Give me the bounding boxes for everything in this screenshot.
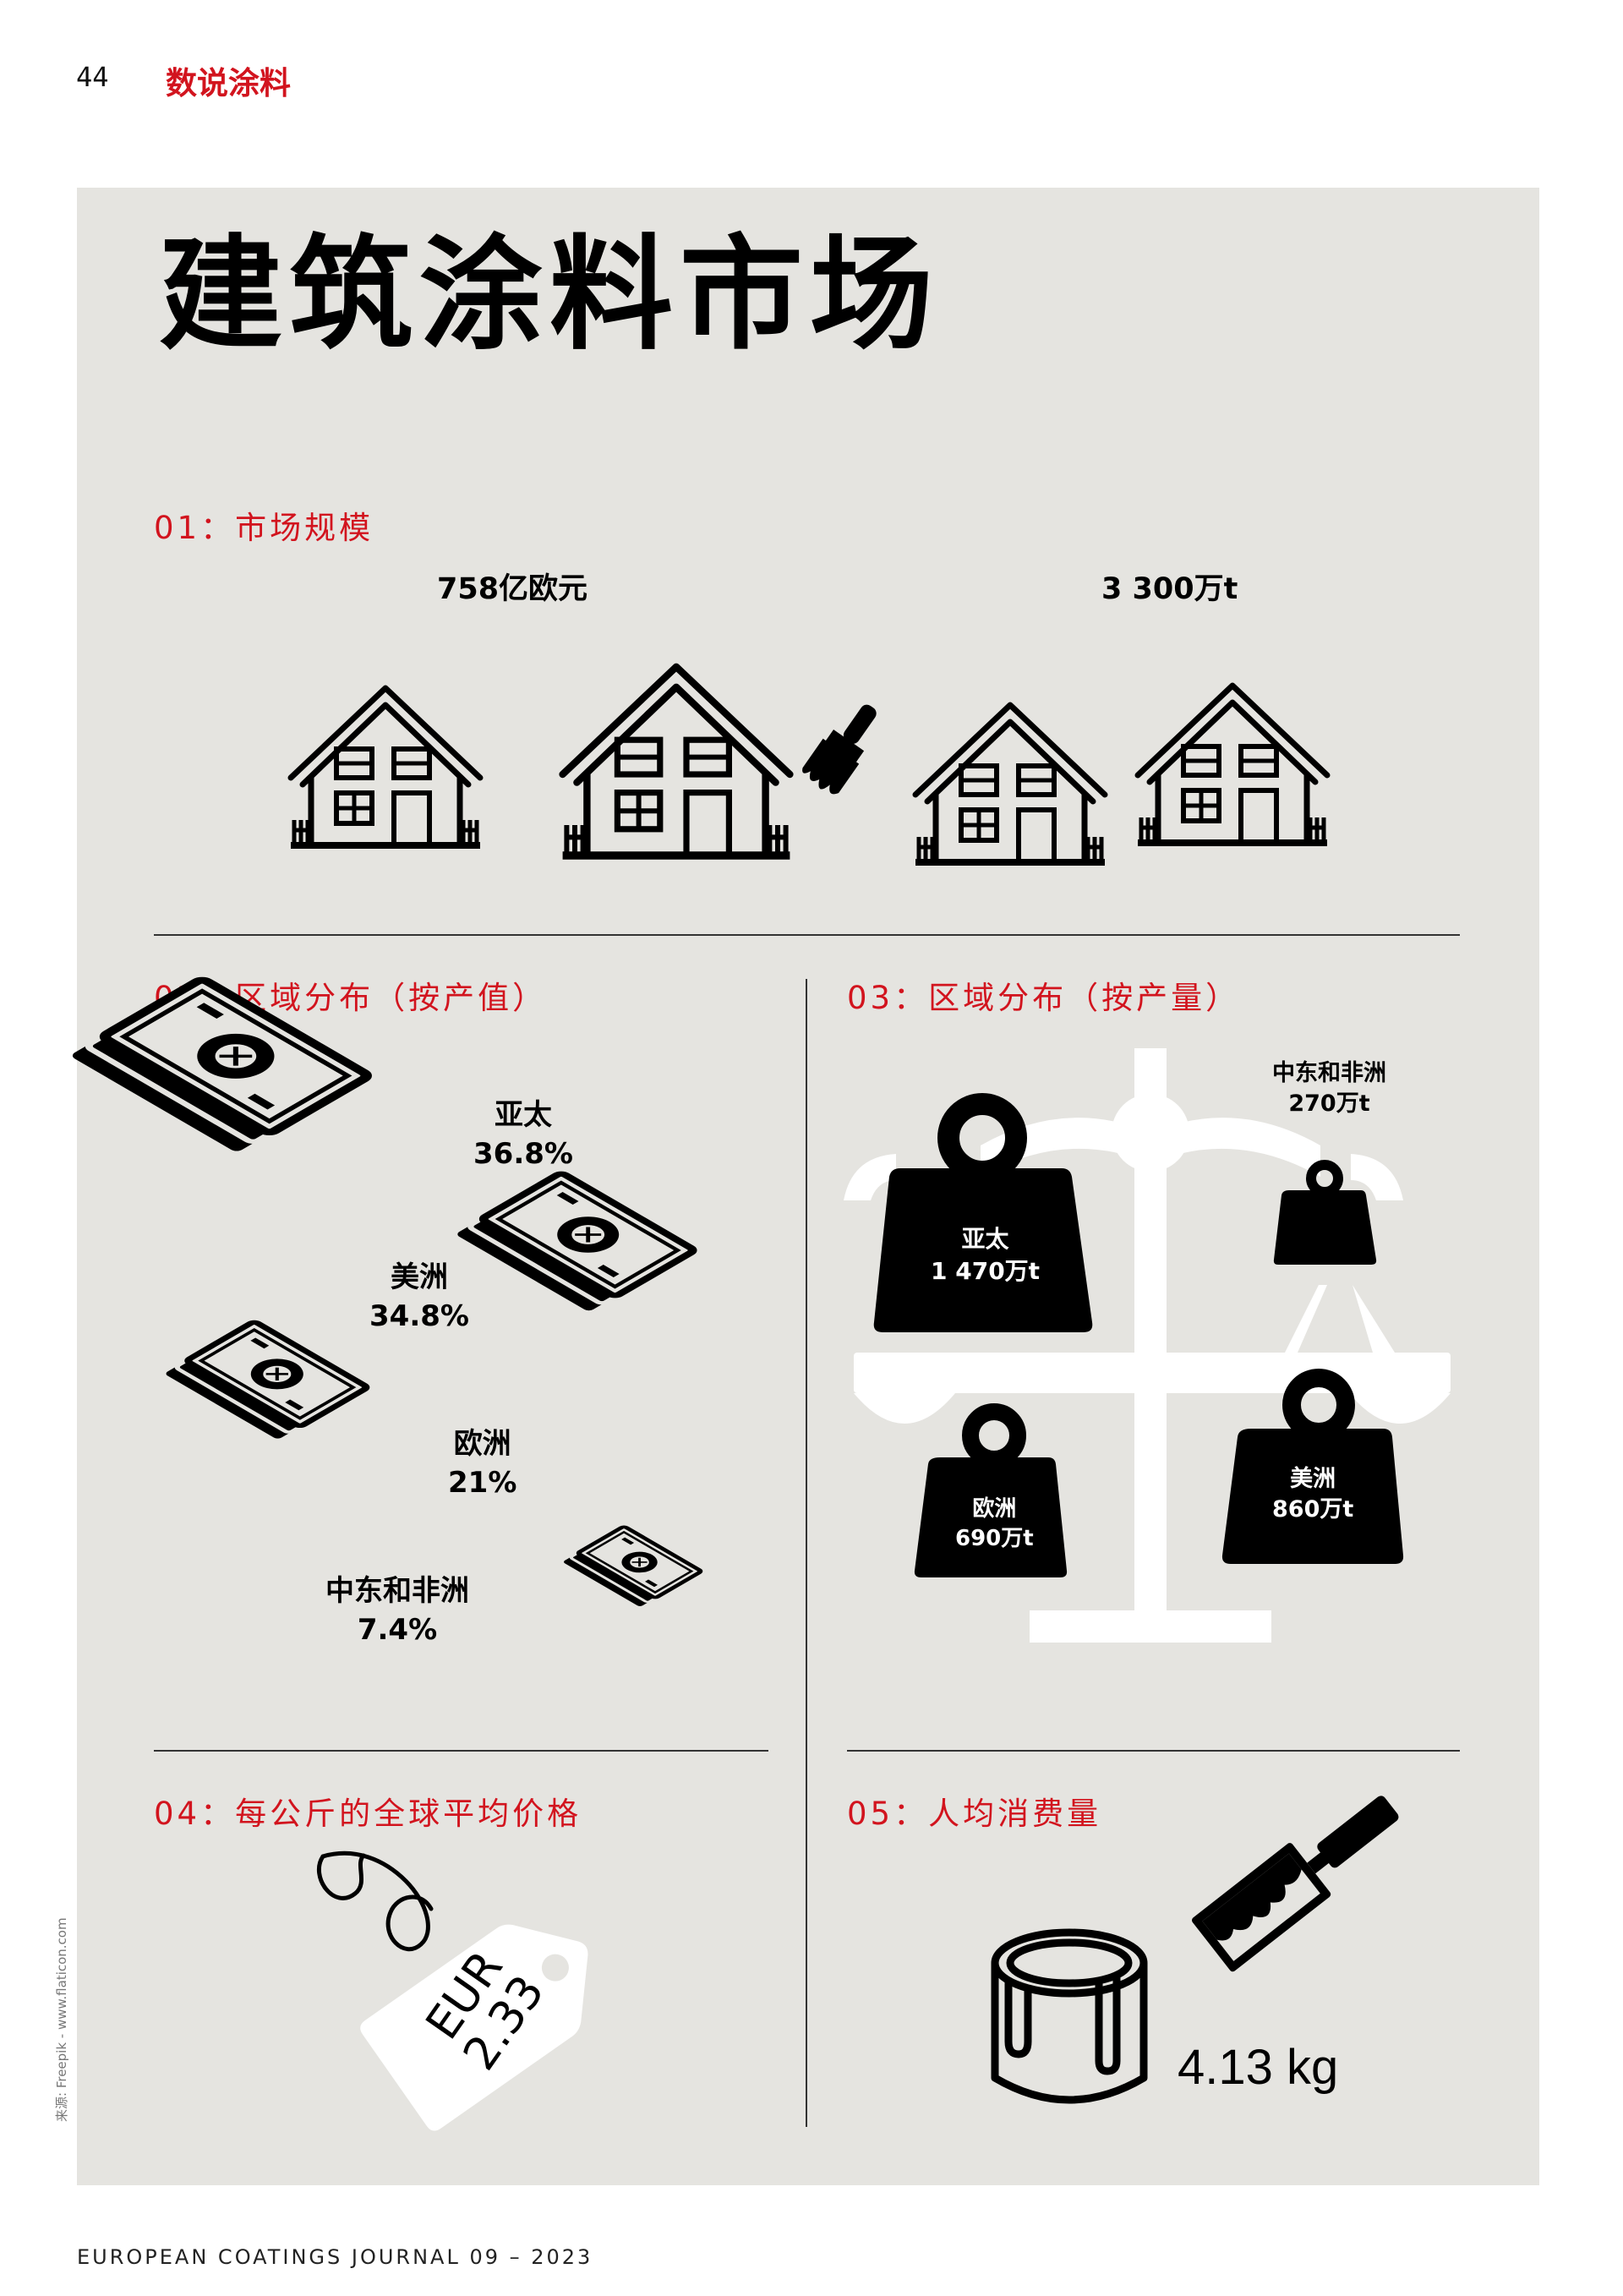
region-europe-label: 欧洲 21% (448, 1425, 516, 1503)
region-name: 亚太 (494, 1098, 552, 1132)
region-name: 中东和非洲 (325, 1574, 469, 1608)
region-mea-label: 中东和非洲 7.4% (325, 1572, 469, 1650)
section-heading-market-size: 01：市场规模 (154, 510, 374, 546)
region-name: 美洲 (1290, 1466, 1336, 1492)
region-name: 欧洲 (972, 1496, 1017, 1522)
weight-americas-label: 美洲 860万t (1272, 1464, 1353, 1526)
weight-icon (914, 1403, 1068, 1577)
region-share: 36.8% (473, 1136, 573, 1171)
balance-scale-icon (844, 1048, 1451, 1643)
weight-icon (873, 1093, 1093, 1332)
section-heading-price: 04：每公斤的全球平均价格 (154, 1796, 582, 1832)
region-share: 7.4% (357, 1612, 438, 1647)
region-apac-label: 亚太 36.8% (473, 1096, 573, 1174)
price-tag-icon (316, 1850, 588, 2131)
region-name: 欧洲 (453, 1427, 511, 1461)
divider (154, 1750, 768, 1752)
region-share: 34.8% (369, 1298, 469, 1333)
divider (154, 934, 1460, 936)
region-volume: 270万t (1288, 1091, 1370, 1118)
paint-roller-icon (1192, 1796, 1399, 1972)
divider (847, 1750, 1460, 1752)
market-value-volume: 3 300万t (1101, 572, 1238, 606)
region-share: 21% (448, 1465, 517, 1500)
weight-europe-label: 欧洲 690万t (955, 1495, 1034, 1554)
section-heading-by-volume: 03：区域分布（按产量） (847, 980, 1241, 1016)
region-volume: 690万t (955, 1526, 1034, 1552)
paint-bucket-icon (991, 1928, 1148, 2104)
region-americas-label: 美洲 34.8% (369, 1259, 469, 1337)
column-divider (806, 979, 807, 2127)
region-volume: 1 470万t (931, 1256, 1041, 1285)
section-heading-consumption: 05：人均消费量 (847, 1796, 1102, 1832)
weight-mea-label: 中东和非洲 270万t (1272, 1058, 1386, 1120)
region-name: 中东和非洲 (1272, 1060, 1386, 1086)
weight-icon (1221, 1369, 1404, 1564)
weight-apac-label: 亚太 1 470万t (931, 1223, 1040, 1287)
consumption-value: 4.13 kg (1178, 2040, 1339, 2095)
section-name: 数说涂料 (166, 65, 291, 101)
paintbrush-icon (802, 704, 877, 795)
region-name: 美洲 (390, 1260, 448, 1294)
footer-journal: EUROPEAN COATINGS JOURNAL 09 – 2023 (77, 2245, 593, 2269)
page-number: 44 (76, 61, 109, 93)
image-credit: 来源: Freepik - www.flaticon.com (54, 1917, 69, 2122)
region-name: 亚太 (961, 1225, 1009, 1253)
page-title: 建筑涂料市场 (159, 223, 940, 367)
region-volume: 860万t (1272, 1496, 1354, 1523)
weight-icon (1273, 1160, 1377, 1265)
market-value-eur: 758亿欧元 (437, 572, 588, 606)
